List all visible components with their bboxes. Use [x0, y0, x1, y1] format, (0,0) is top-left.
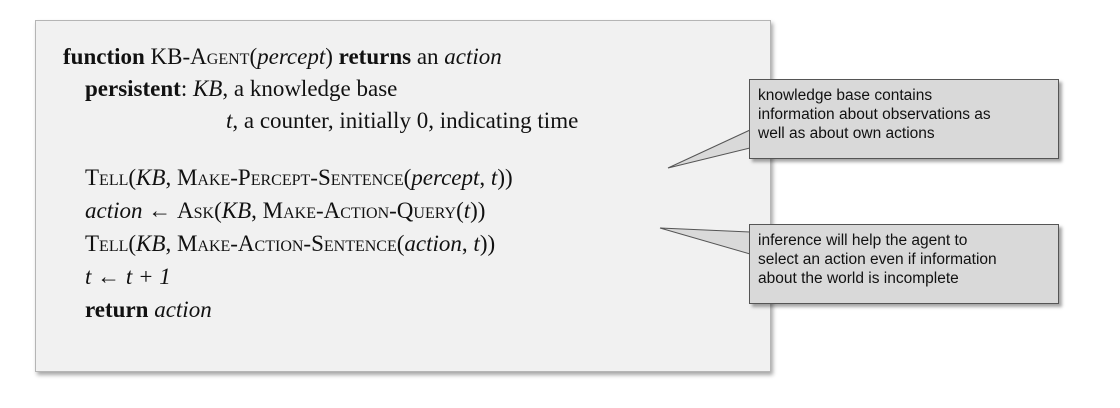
var-t-desc: , a counter, initially 0, indicating tim…: [232, 108, 579, 133]
keyword-persistent: persistent: [85, 76, 181, 101]
callout-2-line-3: about the world is incomplete: [758, 270, 959, 287]
callout-1-line-2: information about observations as: [758, 106, 991, 123]
code-line-increment: t ← t + 1: [85, 264, 171, 289]
keyword-function: function: [63, 44, 145, 69]
callout-knowledge-base: knowledge base contains information abou…: [749, 79, 1059, 159]
callout-2-pointer: [659, 227, 751, 255]
var-t: t: [226, 108, 233, 133]
code-line-signature: function KB-Agent(percept) returns an ac…: [63, 44, 502, 69]
callout-2-line-1: inference will help the agent to: [758, 232, 968, 249]
return-type: action: [444, 44, 502, 69]
param-percept: percept: [257, 44, 326, 69]
callout-inference: inference will help the agent to select …: [749, 224, 1059, 304]
callout-1-pointer: [667, 129, 751, 169]
callout-2-line-2: select an action even if information: [758, 251, 997, 268]
callout-1-line-3: well as about own actions: [758, 125, 935, 142]
function-name: KB-Agent: [150, 44, 250, 69]
callout-1-line-1: knowledge base contains: [758, 87, 933, 104]
algorithm-panel: [35, 20, 771, 372]
code-line-tell-action: Tell(KB, Make-Action-Sentence(action, t)…: [85, 231, 496, 256]
code-line-return: return action: [85, 297, 212, 322]
code-line-ask: action ← Ask(KB, Make-Action-Query(t)): [85, 198, 486, 223]
keyword-returns: returns: [338, 44, 412, 69]
code-line-tell-percept: Tell(KB, Make-Percept-Sentence(percept, …: [85, 165, 513, 190]
keyword-return: return: [85, 297, 149, 322]
var-kb-desc: , a knowledge base: [222, 76, 398, 101]
var-kb: KB: [192, 76, 223, 101]
code-line-persistent: persistent: KB, a knowledge base: [85, 76, 398, 101]
code-line-counter: t, a counter, initially 0, indicating ti…: [226, 108, 578, 134]
